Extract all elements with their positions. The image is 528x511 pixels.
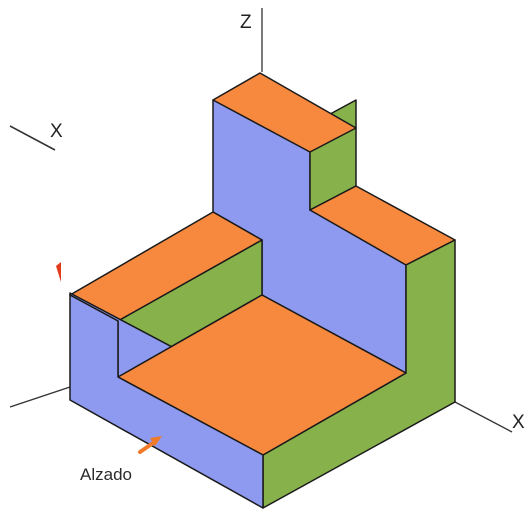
x-left-axis-line	[9, 125, 56, 151]
alzado-arrow	[138, 436, 162, 454]
z-axis-label: Z	[240, 12, 252, 33]
x-right-axis-label: X	[512, 412, 525, 433]
red-marker	[56, 262, 61, 282]
front-ground-line	[9, 386, 71, 408]
x-left-axis-label: X	[50, 121, 63, 142]
x-right-axis-line	[454, 401, 513, 433]
base-front-face	[69, 294, 264, 509]
tower-top-face	[212, 72, 357, 153]
alzado-caption: Alzado	[80, 465, 132, 484]
isometric-solid	[69, 72, 456, 509]
